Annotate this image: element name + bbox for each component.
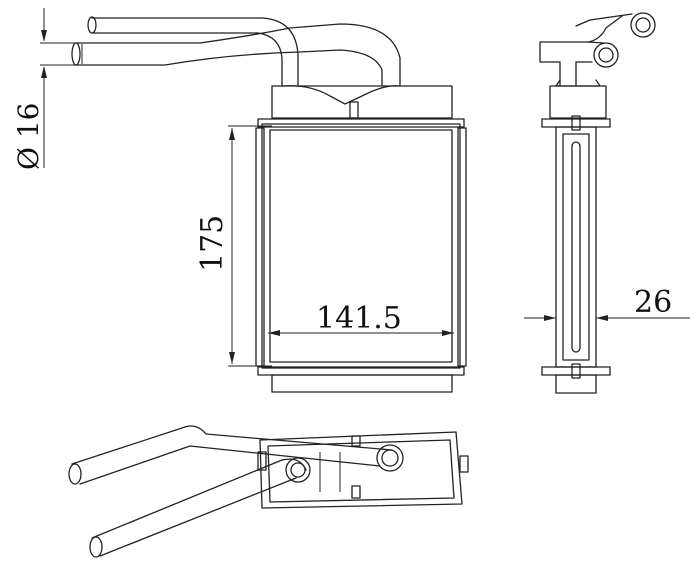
side-view: [524, 12, 690, 394]
height-dimension-label: 175: [195, 215, 230, 272]
width-dimension-label: 141.5: [316, 301, 402, 336]
depth-dimension-label: 26: [634, 285, 672, 320]
diameter-dimension-label: Ø 16: [12, 103, 45, 170]
top-view: [68, 425, 469, 558]
front-view: [40, 8, 467, 393]
